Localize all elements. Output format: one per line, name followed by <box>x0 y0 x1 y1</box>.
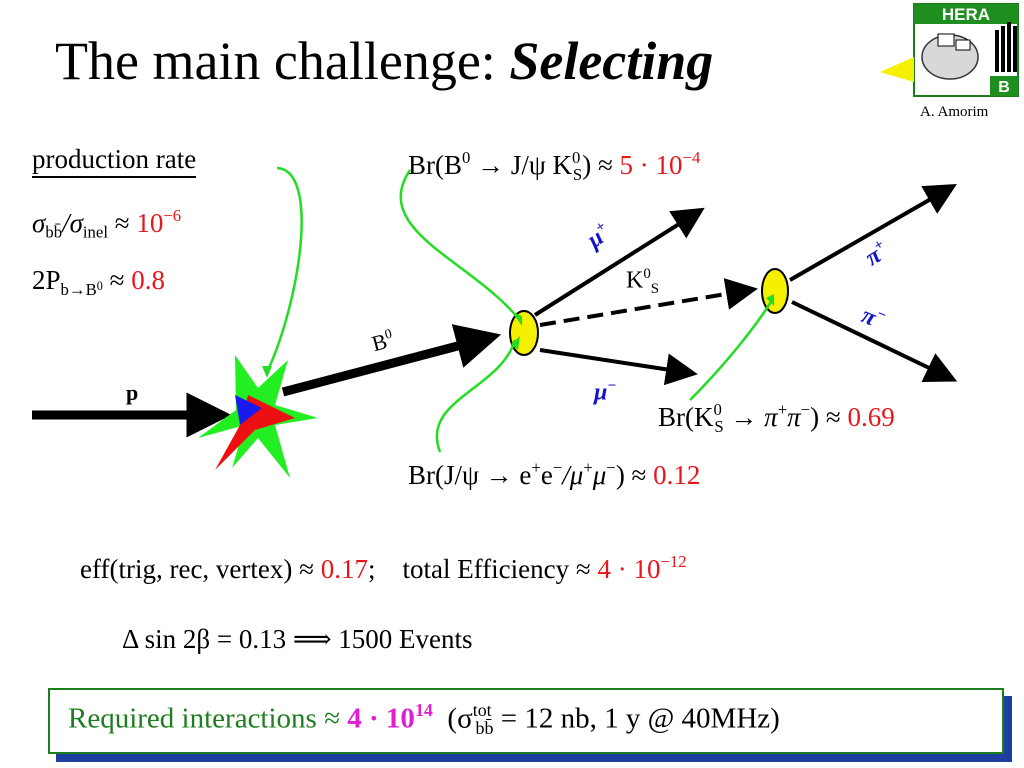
b0-arrow <box>281 324 502 397</box>
ks-dashed-arrow <box>539 278 758 327</box>
b0-br-pointer-curve <box>399 169 519 319</box>
events-line: Δ sin 2β = 0.13 ⟹ 1500 Events <box>122 624 473 654</box>
production-rate-heading: production rate <box>32 142 197 178</box>
hera-b-logo: HERA B <box>880 3 1019 97</box>
efficiency-line: eff(trig, rec, vertex) ≈ 0.17; total Eff… <box>80 552 687 584</box>
production-pointer-curve <box>266 166 303 371</box>
b0-branching-ratio: Br(B0 → J/ψ K0S) ≈ 5 · 10−4 <box>408 148 701 184</box>
ks-label: K0S <box>626 266 660 297</box>
ks-br-pointer-curve <box>689 299 774 401</box>
cross-section-ratio: σbb̄/σinel ≈ 10−6 <box>32 206 182 242</box>
jpsi-branching-ratio: Br(J/ψ → e+e−/μ+μ−) ≈ 0.12 <box>408 458 701 490</box>
author-label: A. Amorim <box>920 104 989 120</box>
mu-plus-arrow <box>533 207 705 317</box>
pi-plus-arrow <box>789 184 957 282</box>
slide-title: The main challenge: Selecting <box>55 31 714 91</box>
proton-label: p <box>126 380 139 405</box>
required-interactions-box: Required interactions ≈ 4 · 1014 (σtotbb… <box>48 688 1004 754</box>
jpsi-br-pointer-curve <box>435 339 517 453</box>
pi-minus-arrow <box>791 300 958 383</box>
b0-decay-vertex <box>509 310 539 356</box>
mu-minus-label: μ− <box>594 378 617 406</box>
collision-burst <box>198 355 318 478</box>
ks-branching-ratio: Br(K0S → π+π−) ≈ 0.69 <box>658 400 895 436</box>
svg-text:B: B <box>998 79 1010 96</box>
title-emphasis: Selecting <box>509 31 714 91</box>
required-interactions-text: Required interactions ≈ 4 · 1014 (σtotbb… <box>68 700 780 738</box>
b0-fraction: 2Pb→B0 ≈ 0.8 <box>32 265 165 299</box>
ks-decay-vertex <box>761 268 789 314</box>
mu-minus-arrow <box>539 348 698 386</box>
svg-text:HERA: HERA <box>942 5 990 24</box>
